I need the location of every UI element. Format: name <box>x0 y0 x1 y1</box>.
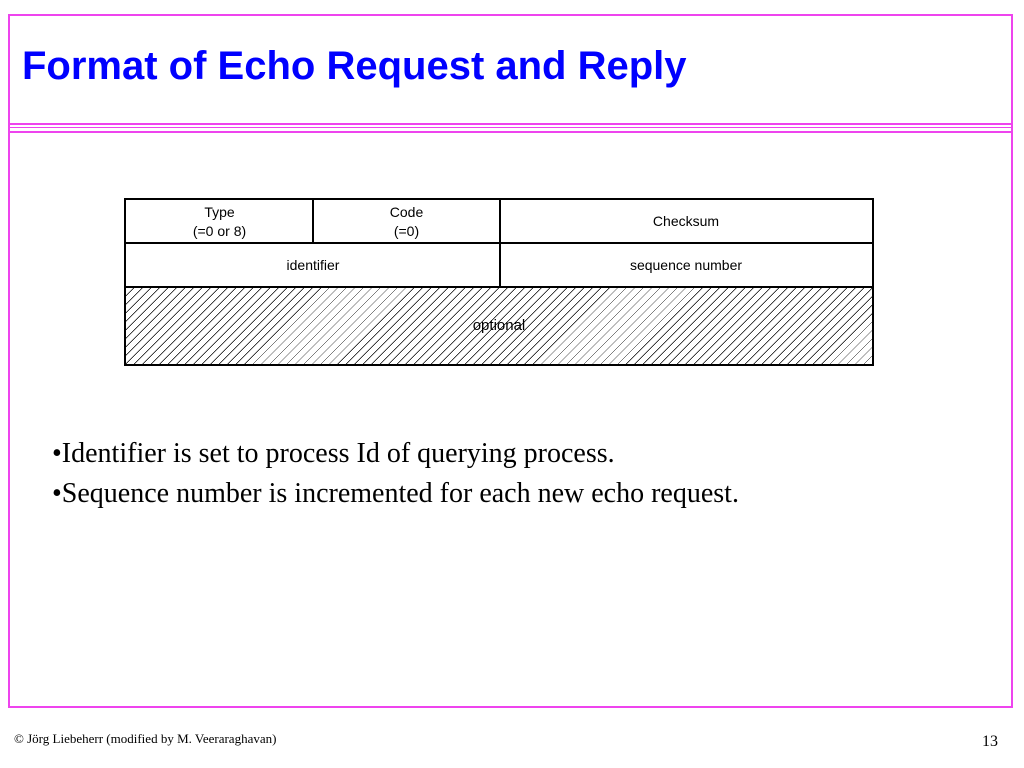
code-field: Code (=0) <box>313 200 500 243</box>
identifier-field-label: identifier <box>286 256 340 273</box>
identifier-field: identifier <box>126 243 500 287</box>
echo-packet-diagram: Type (=0 or 8) Code (=0) Checksum identi… <box>124 198 874 366</box>
optional-field-label: optional <box>472 317 526 334</box>
column-divider <box>312 200 314 243</box>
code-field-label: Code <box>389 203 424 220</box>
bullet-item: •Sequence number is incremented for each… <box>52 478 739 509</box>
column-divider <box>499 200 501 287</box>
page-number: 13 <box>982 733 998 750</box>
checksum-field-label: Checksum <box>652 213 720 229</box>
footer-copyright: © Jörg Liebeherr (modified by M. Veerara… <box>14 731 277 746</box>
code-field-value: (=0) <box>393 222 420 239</box>
type-field-value: (=0 or 8) <box>192 222 247 239</box>
bullet-list: •Identifier is set to process Id of quer… <box>52 434 739 514</box>
slide-title: Format of Echo Request and Reply <box>22 44 687 88</box>
checksum-field: Checksum <box>500 200 872 243</box>
sequence-number-field: sequence number <box>500 243 872 287</box>
title-separator <box>8 123 1013 133</box>
type-field: Type (=0 or 8) <box>126 200 313 243</box>
type-field-label: Type <box>204 203 235 220</box>
sequence-number-field-label: sequence number <box>629 256 743 273</box>
row-divider <box>126 286 872 288</box>
optional-field: optional <box>126 287 872 364</box>
bullet-item: •Identifier is set to process Id of quer… <box>52 438 615 469</box>
optional-field-hatching <box>126 287 872 364</box>
slide-frame <box>8 14 1013 708</box>
